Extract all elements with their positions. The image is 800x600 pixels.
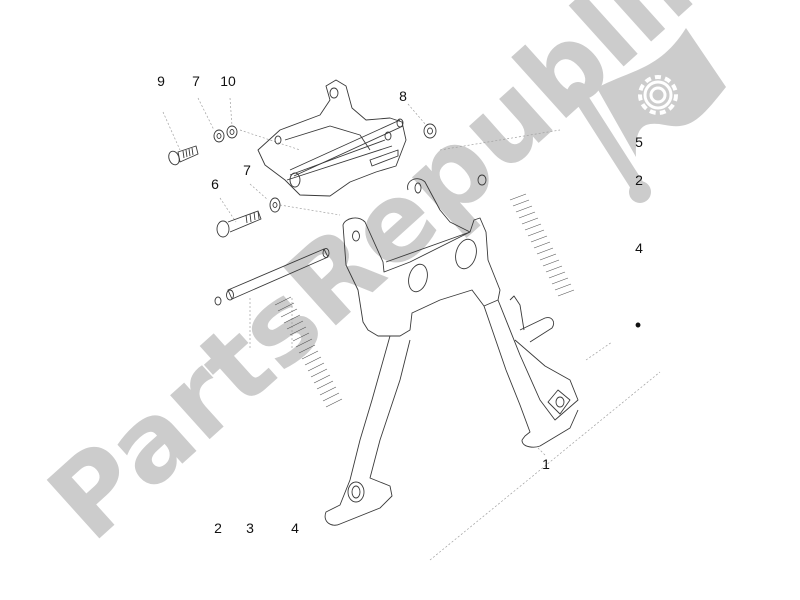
callout-4-bottom[interactable]: 4 — [291, 520, 299, 536]
callout-8[interactable]: 8 — [399, 88, 407, 104]
screw-part-9 — [168, 145, 199, 166]
callout-2-bottom[interactable]: 2 — [214, 520, 222, 536]
callout-7[interactable]: 7 — [192, 73, 200, 89]
callout-3[interactable]: 3 — [246, 520, 254, 536]
flag-with-gear-icon — [567, 28, 726, 203]
callout-9[interactable]: 9 — [157, 73, 165, 89]
ring-part — [477, 174, 487, 186]
callout-1[interactable]: 1 — [542, 456, 550, 472]
gear-icon — [638, 75, 678, 115]
spring-part-4-right — [509, 193, 575, 297]
callout-10[interactable]: 10 — [220, 73, 236, 89]
circlip-part-3 — [214, 296, 222, 306]
pin-part-2 — [226, 248, 330, 301]
callout-4-right[interactable]: 4 — [635, 240, 643, 256]
leader-lines — [162, 97, 661, 561]
spring-part-4-left — [274, 296, 343, 408]
washer-part-7 — [213, 129, 225, 143]
center-stand-part-1 — [324, 178, 579, 526]
mounting-bracket — [257, 79, 407, 197]
callout-2-right[interactable]: 2 — [635, 172, 643, 188]
washer-part-8 — [423, 123, 437, 139]
watermark: PartsRepublik — [26, 0, 744, 564]
callout-6[interactable]: 6 — [211, 176, 219, 192]
parts-linework — [168, 79, 579, 526]
washer-part-10 — [226, 125, 238, 139]
callout-7-lower[interactable]: 7 — [243, 162, 251, 178]
callout-5[interactable]: 5 — [635, 134, 643, 150]
washer-part-7b — [269, 197, 281, 213]
callout-bullet: • — [634, 315, 642, 335]
bolt-part-6 — [216, 210, 262, 238]
